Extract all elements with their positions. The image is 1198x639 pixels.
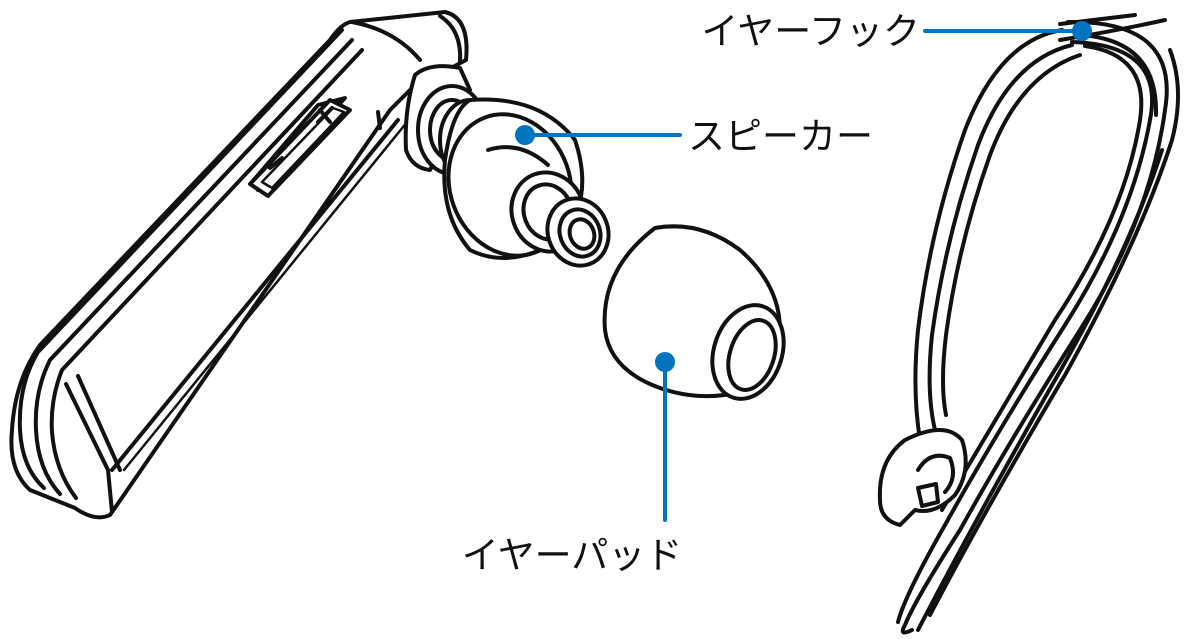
callouts: イヤーフック スピーカー イヤーパッド — [462, 10, 1092, 577]
volume-button — [248, 98, 352, 198]
ear-pad-label: イヤーパッド — [462, 534, 683, 577]
ear-hook — [877, 13, 1180, 635]
ear-hook-label: イヤーフック — [701, 10, 920, 53]
ear-pad — [602, 224, 786, 401]
headset-body — [9, 10, 472, 520]
speaker-label: スピーカー — [688, 115, 873, 158]
speaker-nozzle — [416, 84, 611, 268]
ear-pad-marker — [655, 352, 675, 372]
ear-hook-marker — [1072, 21, 1092, 41]
speaker-marker — [515, 125, 535, 145]
